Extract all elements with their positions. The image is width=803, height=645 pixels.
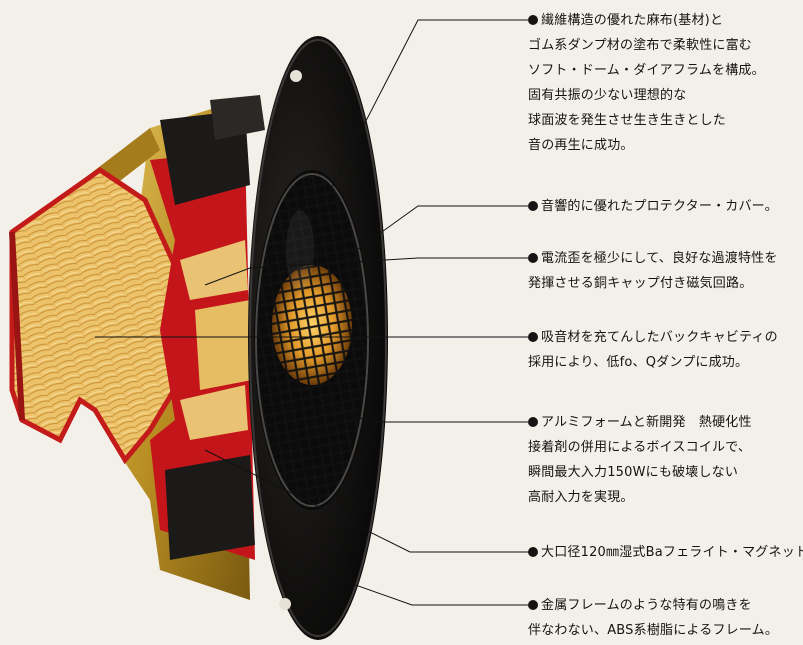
callout-line: 音響的に優れたプロテクター・カバー。: [528, 194, 778, 219]
bullet-icon: [528, 253, 538, 263]
callout-line: 電流歪を極少にして、良好な過渡特性を: [528, 246, 778, 271]
callout-voice-coil: アルミフォームと新開発 熱硬化性 接着剤の併用によるボイスコイルで、 瞬間最大入…: [528, 410, 752, 510]
callout-line: 金属フレームのような特有の鳴きを: [528, 593, 778, 618]
callout-line: 採用により、低fo、Qダンプに成功。: [528, 355, 749, 370]
callout-line: アルミフォームと新開発 熱硬化性: [528, 410, 752, 435]
callout-line: 発揮させる銅キャップ付き磁気回路。: [528, 276, 753, 291]
magnet-ring: [160, 95, 265, 560]
bullet-icon: [528, 15, 538, 25]
bullet-icon: [528, 547, 538, 557]
callout-line: 高耐入力を実現。: [528, 490, 634, 505]
frame-mounting-hole-top: [290, 70, 302, 82]
dome-and-protector: [254, 170, 370, 510]
callout-frame: 金属フレームのような特有の鳴きを 伴なわない、ABS系樹脂によるフレーム。: [528, 593, 778, 643]
callout-dome: 繊維構造の優れた麻布(基材)と ゴム系ダンプ材の塗布で柔軟性に富む ソフト・ドー…: [528, 8, 765, 158]
leader-line-voice-coil: [311, 394, 528, 423]
callout-line: 伴なわない、ABS系樹脂によるフレーム。: [528, 623, 779, 638]
leader-line-dome: [319, 19, 528, 211]
bullet-icon: [528, 600, 538, 610]
frame-mounting-hole-bottom: [279, 598, 291, 610]
callout-line: 繊維構造の優れた麻布(基材)と: [528, 8, 765, 33]
callout-protector: 音響的に優れたプロテクター・カバー。: [528, 194, 778, 219]
callout-line: 音の再生に成功。: [528, 138, 634, 153]
magnetic-yoke-section: [150, 150, 255, 560]
callout-line: ゴム系ダンプ材の塗布で柔軟性に富む: [528, 38, 753, 53]
callout-line: 瞬間最大入力150Wにも破壊しない: [528, 465, 739, 480]
callout-line: 接着剤の併用によるボイスコイルで、: [528, 440, 752, 455]
callout-magnet: 大口径120㎜湿式Baフェライト・マグネット。: [528, 540, 803, 565]
callout-line: 大口径120㎜湿式Baフェライト・マグネット。: [528, 540, 803, 565]
leader-line-magnet: [204, 449, 528, 553]
callout-line: 球面波を発生させ生き生きとした: [528, 113, 727, 128]
callout-magnetic-circuit: 電流歪を極少にして、良好な過渡特性を 発揮させる銅キャップ付き磁気回路。: [528, 246, 778, 296]
callout-back-cavity: 吸音材を充てんしたバックキャビティの 採用により、低fo、Qダンプに成功。: [528, 325, 778, 375]
back-cavity-section: [9, 166, 193, 465]
callout-line: 固有共振の少ない理想的な: [528, 88, 687, 103]
leader-line-frame: [284, 559, 528, 606]
bullet-icon: [528, 201, 538, 211]
callout-line: ソフト・ドーム・ダイアフラムを構成。: [528, 63, 765, 78]
callout-line: 吸音材を充てんしたバックキャビティの: [528, 325, 778, 350]
leader-line-magnetic-circuit: [204, 257, 528, 286]
bullet-icon: [528, 417, 538, 427]
bullet-icon: [528, 332, 538, 342]
leader-lines: [95, 19, 528, 606]
leader-line-protector: [339, 205, 528, 263]
